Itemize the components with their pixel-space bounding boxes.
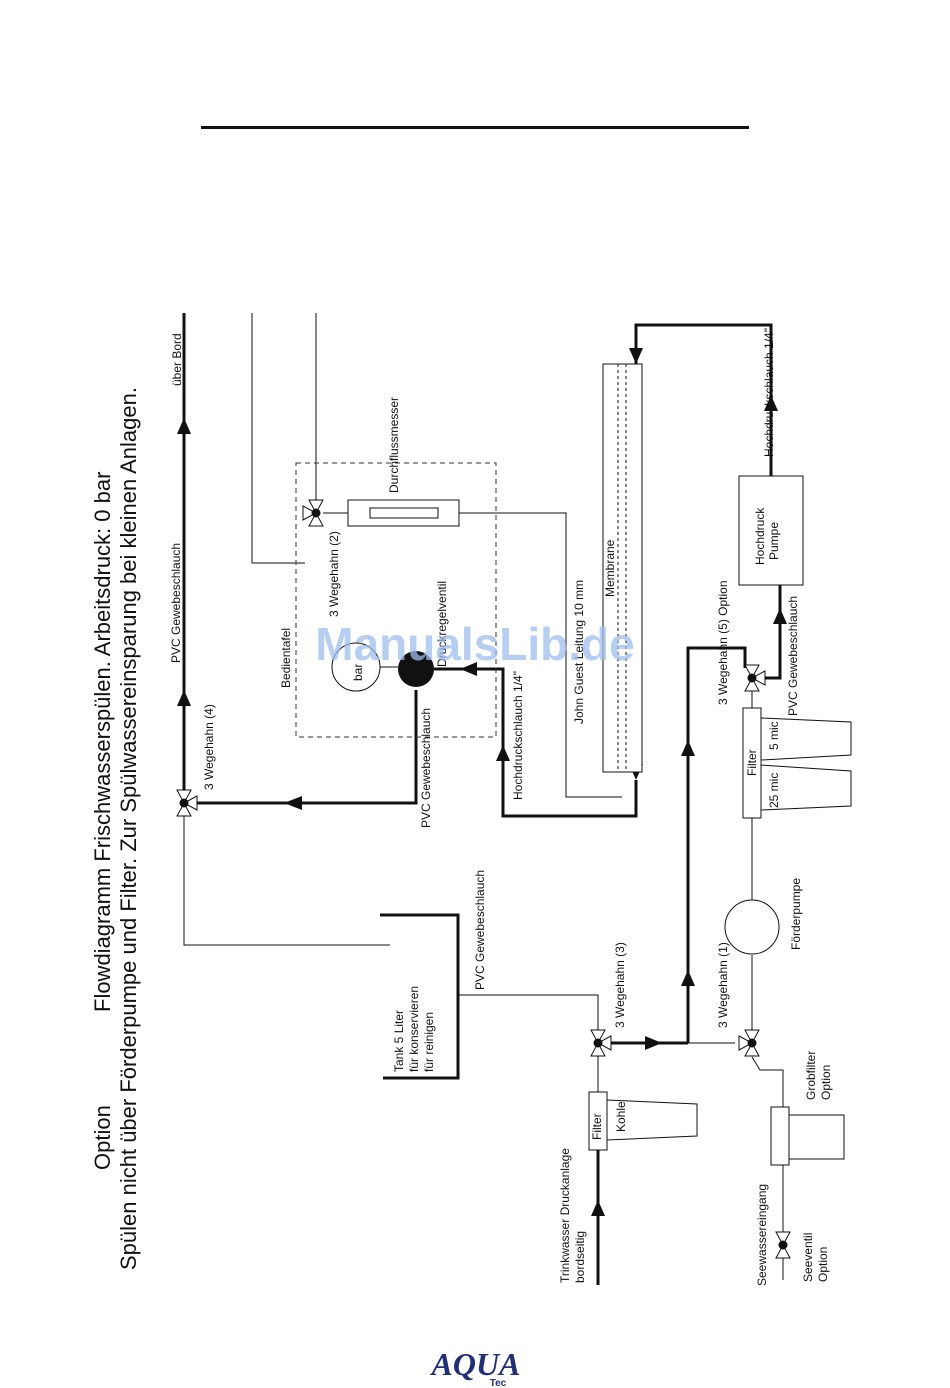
label-filter-2: Filter	[590, 1113, 604, 1140]
arrow-hd-hose-left	[460, 662, 477, 676]
pressure-gauge-icon	[331, 642, 398, 692]
bypass-line-a	[251, 313, 305, 564]
regulator-return-pipe	[196, 690, 418, 805]
label-flowmeter: Durchflussmesser	[387, 397, 401, 493]
label-pvc-right: PVC Gewebeschlauch	[786, 596, 800, 716]
control-panel-box	[295, 462, 497, 738]
arrow-membrane-in	[629, 348, 643, 364]
label-hd-pump-1: Hochdruck	[753, 507, 767, 565]
label-pressure-regulator: Druckregelventil	[435, 581, 449, 667]
arrow-overboard-2	[177, 690, 191, 706]
coarse-filter-icon	[770, 1106, 845, 1166]
john-guest-line	[459, 512, 622, 798]
bypass-right-pipe	[686, 646, 747, 1043]
label-control-panel: Bedientafel	[279, 628, 293, 688]
valve-2-icon	[302, 499, 324, 527]
label-membrane: Membrane	[603, 539, 617, 597]
label-pvc-top: PVC Gewebeschlauch	[169, 543, 183, 663]
tank-pvc-line	[458, 994, 599, 1030]
sea-valve-icon	[775, 1231, 791, 1259]
logo-main-text: AQUA	[430, 1346, 521, 1382]
arrow-bypass-1	[681, 740, 695, 756]
label-coarse-filter-1: Grobfilter	[804, 1051, 818, 1100]
tank-return-line	[183, 812, 390, 946]
option-label: Option	[90, 1105, 115, 1170]
label-valve-3: 3 Wegehahn (3)	[613, 942, 627, 1028]
arrow-freshwater-in	[591, 1200, 605, 1216]
label-pvc-tank: PVC Gewebeschlauch	[473, 870, 487, 990]
valve-3-icon	[590, 1029, 612, 1057]
arrow-overboard-1	[177, 418, 191, 434]
label-sea-valve-2: Option	[816, 1247, 830, 1282]
diagram-title: Flowdiagramm Frischwasserspülen. Arbeits…	[90, 472, 115, 1012]
label-john-guest: John Guest Leitung 10 mm	[572, 580, 586, 724]
watermark: ManualsLib.de	[315, 618, 634, 670]
label-5-mic: 5 mic	[767, 721, 781, 750]
diagram-subtitle: Spülen nicht über Förderpumpe und Filter…	[116, 387, 141, 1270]
label-freshwater-2: bordseitig	[573, 1231, 587, 1283]
label-bar: bar	[351, 664, 365, 681]
label-valve-5: 3 Wegehahn (5) Option	[716, 580, 730, 705]
label-tank-2: für konservieren	[407, 986, 421, 1072]
label-sea-valve-1: Seeventil	[801, 1233, 815, 1282]
label-valve-1: 3 Wegehahn (1)	[716, 942, 730, 1028]
label-feed-pump: Förderpumpe	[789, 878, 803, 950]
arrow-hdpump-out	[764, 395, 778, 411]
aquatec-logo: AQUA Tec	[430, 1346, 521, 1388]
flow-arrows	[177, 348, 787, 1216]
label-valve-2: 3 Wegehahn (2)	[327, 531, 341, 617]
logo-sub-text: Tec	[490, 1378, 507, 1388]
valve-1-icon	[738, 1029, 760, 1057]
label-valve-4: 3 Wegehahn (4)	[202, 704, 216, 790]
label-tank-3: für reinigen	[422, 1012, 436, 1072]
hd-hose-pump-outlet	[634, 323, 773, 476]
arrow-hdpump-in	[773, 608, 787, 624]
label-hd-pump-2: Pumpe	[767, 522, 781, 560]
coarse-filter-link	[751, 1056, 784, 1107]
membrane-icon	[602, 363, 643, 773]
valve5-hdpump-pipe	[762, 585, 782, 680]
label-carbon: Kohle	[614, 1101, 628, 1132]
label-hd-hose-right: Hochdruckschlauch 1/4"	[762, 328, 776, 457]
arrow-hd-hose	[496, 745, 510, 761]
pipes	[182, 313, 784, 1285]
label-ueber-bord: über Bord	[170, 333, 184, 386]
pressure-regulator-icon	[398, 651, 434, 687]
valve-4-icon	[176, 789, 198, 817]
tank-outline	[380, 913, 460, 1080]
label-25-mic: 25 mic	[767, 773, 781, 808]
arrow-valve3-out	[645, 1036, 662, 1050]
arrow-return-left	[284, 796, 302, 810]
label-tank-1: Tank 5 Liter	[392, 1010, 406, 1072]
hd-hose-membrane-outlet	[434, 667, 638, 818]
label-pvc-mid: PVC Gewebeschlauch	[419, 708, 433, 828]
label-seawater-inlet: Seewassereingang	[755, 1184, 769, 1286]
label-coarse-filter-2: Option	[819, 1065, 833, 1100]
valve-5-icon	[744, 664, 766, 692]
hd-pump-icon	[738, 475, 804, 586]
arrow-bypass-2	[681, 970, 695, 986]
label-filter: Filter	[745, 749, 759, 776]
feed-pump-icon	[724, 899, 780, 955]
filter-housing-icon	[742, 707, 852, 819]
label-freshwater-1: Trinkwasser Druckanlage	[558, 1148, 572, 1283]
flowmeter-icon	[347, 499, 460, 527]
label-hd-hose-mid: Hochdruckschlauch 1/4"	[511, 671, 525, 800]
header-rule	[201, 126, 749, 129]
carbon-filter-icon	[588, 1091, 698, 1151]
component-labels: über Bord PVC Gewebeschlauch 3 Wegehahn …	[169, 328, 833, 1286]
